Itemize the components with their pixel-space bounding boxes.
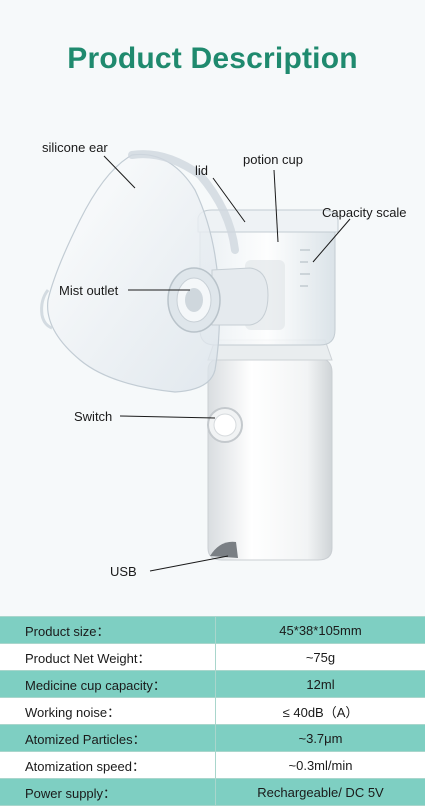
spec-row-weight: Product Net Weight： ~75g [0, 644, 425, 671]
cup-lid [198, 210, 338, 232]
spec-value: ~75g [216, 644, 425, 671]
nebulizer-illustration [0, 0, 425, 610]
spec-key: Power supply： [0, 779, 216, 806]
label-lid: lid [195, 163, 208, 178]
spec-row-cup-capacity: Medicine cup capacity： 12ml [0, 671, 425, 698]
spec-value: ~0.3ml/min [216, 752, 425, 779]
spec-key: Atomization speed： [0, 752, 216, 779]
label-silicone-ear: silicone ear [42, 140, 108, 155]
label-mist-outlet: Mist outlet [59, 283, 118, 298]
spec-key: Medicine cup capacity： [0, 671, 216, 698]
spec-key: Atomized Particles： [0, 725, 216, 752]
spec-row-particles: Atomized Particles： ~3.7μm [0, 725, 425, 752]
spec-value: ≤ 40dB（A） [216, 698, 425, 725]
spec-row-power: Power supply： Rechargeable/ DC 5V [0, 779, 425, 806]
spec-key: Working noise： [0, 698, 216, 725]
spec-row-size: Product size： 45*38*105mm [0, 617, 425, 644]
spec-value: 45*38*105mm [216, 617, 425, 644]
label-potion-cup: potion cup [243, 152, 303, 167]
spec-row-noise: Working noise： ≤ 40dB（A） [0, 698, 425, 725]
spec-table: Product size： 45*38*105mm Product Net We… [0, 616, 425, 806]
label-switch: Switch [74, 409, 112, 424]
spec-key: Product Net Weight： [0, 644, 216, 671]
spec-row-speed: Atomization speed： ~0.3ml/min [0, 752, 425, 779]
label-capacity-scale: Capacity scale [322, 205, 407, 220]
label-usb: USB [110, 564, 137, 579]
spec-value: ~3.7μm [216, 725, 425, 752]
spec-value: 12ml [216, 671, 425, 698]
spec-value: Rechargeable/ DC 5V [216, 779, 425, 806]
nebulizer-body [208, 358, 332, 560]
spec-key: Product size： [0, 617, 216, 644]
